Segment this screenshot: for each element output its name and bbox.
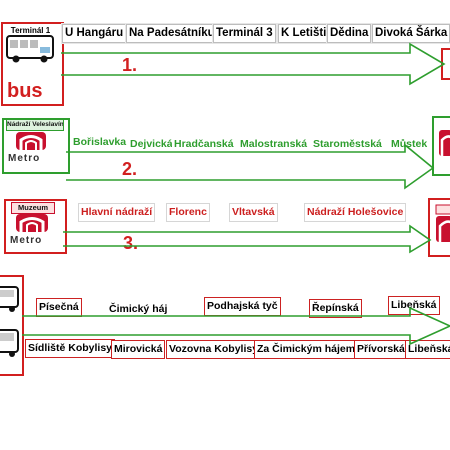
arrow-1: [61, 42, 446, 86]
stop-sidliste-kobylisy: Sídliště Kobylisy: [25, 339, 116, 358]
stop-mirovicka: Mirovická: [111, 340, 166, 359]
stop-podhajska-tyc: Podhajská tyč: [204, 297, 281, 316]
metro-c-destination-edge: [428, 198, 450, 257]
stop-za-cimickym-hajem: Za Čimickým hájem: [254, 340, 359, 359]
stop-pisecna: Písečná: [36, 298, 82, 317]
stop-libenska-top: Libeňská: [388, 296, 440, 315]
stop-vozovna-kobylisy: Vozovna Kobylisy: [166, 340, 262, 359]
stop-borislavka: Bořislavka: [71, 134, 129, 151]
route-number-3: 3.: [123, 233, 139, 253]
stop-divoka-sarka: Divoká Šárka: [372, 24, 450, 43]
stop-dedina: Dědina: [327, 24, 372, 43]
stop-repinska: Řepínská: [309, 299, 362, 318]
metro-a-terminal-sign: Nádraží Veleslavín: [6, 119, 64, 131]
metro-c-terminal-sign: Muzeum: [11, 202, 55, 214]
stop-na-padesatniku: Na Padesátníku: [126, 24, 218, 43]
stop-vltavska: Vltavská: [229, 203, 278, 222]
bus-destination-edge: [441, 48, 450, 80]
stop-mustek: Můstek: [389, 136, 430, 153]
route-number-2: 2.: [122, 159, 138, 179]
arrow-3: [63, 224, 432, 254]
stop-staromestska: Staroměstská: [311, 136, 384, 153]
bus-terminal-sign: Terminál 1: [10, 26, 51, 35]
stop-cimicky-haj: Čimický háj: [106, 300, 171, 319]
stop-dejvicka: Dejvická: [128, 136, 175, 153]
stop-privorska: Přívorská: [354, 340, 408, 359]
stop-florenc: Florenc: [166, 203, 210, 222]
stop-k-letisti: K Letišti: [278, 24, 330, 43]
stop-malostranska: Malostranská: [238, 136, 310, 153]
metro-a-destination-edge: [432, 116, 450, 176]
bus-mode-word: bus: [7, 80, 43, 102]
metro-c-mode-word: Metro: [10, 235, 43, 246]
route-number-1: 1.: [122, 55, 138, 75]
stop-libenska-bottom: Libeňská: [405, 340, 450, 359]
stop-hradcanska: Hradčanská: [172, 136, 236, 153]
tram-icon-frame: [0, 275, 24, 376]
metro-a-mode-word: Metro: [8, 153, 41, 164]
stop-nadrazi-holesovice: Nádraží Holešovice: [304, 203, 407, 222]
stop-u-hangaru: U Hangáru: [62, 24, 127, 43]
stop-terminal-3: Terminál 3: [213, 24, 276, 43]
stop-hlavni-nadrazi: Hlavní nádraží: [78, 203, 156, 222]
